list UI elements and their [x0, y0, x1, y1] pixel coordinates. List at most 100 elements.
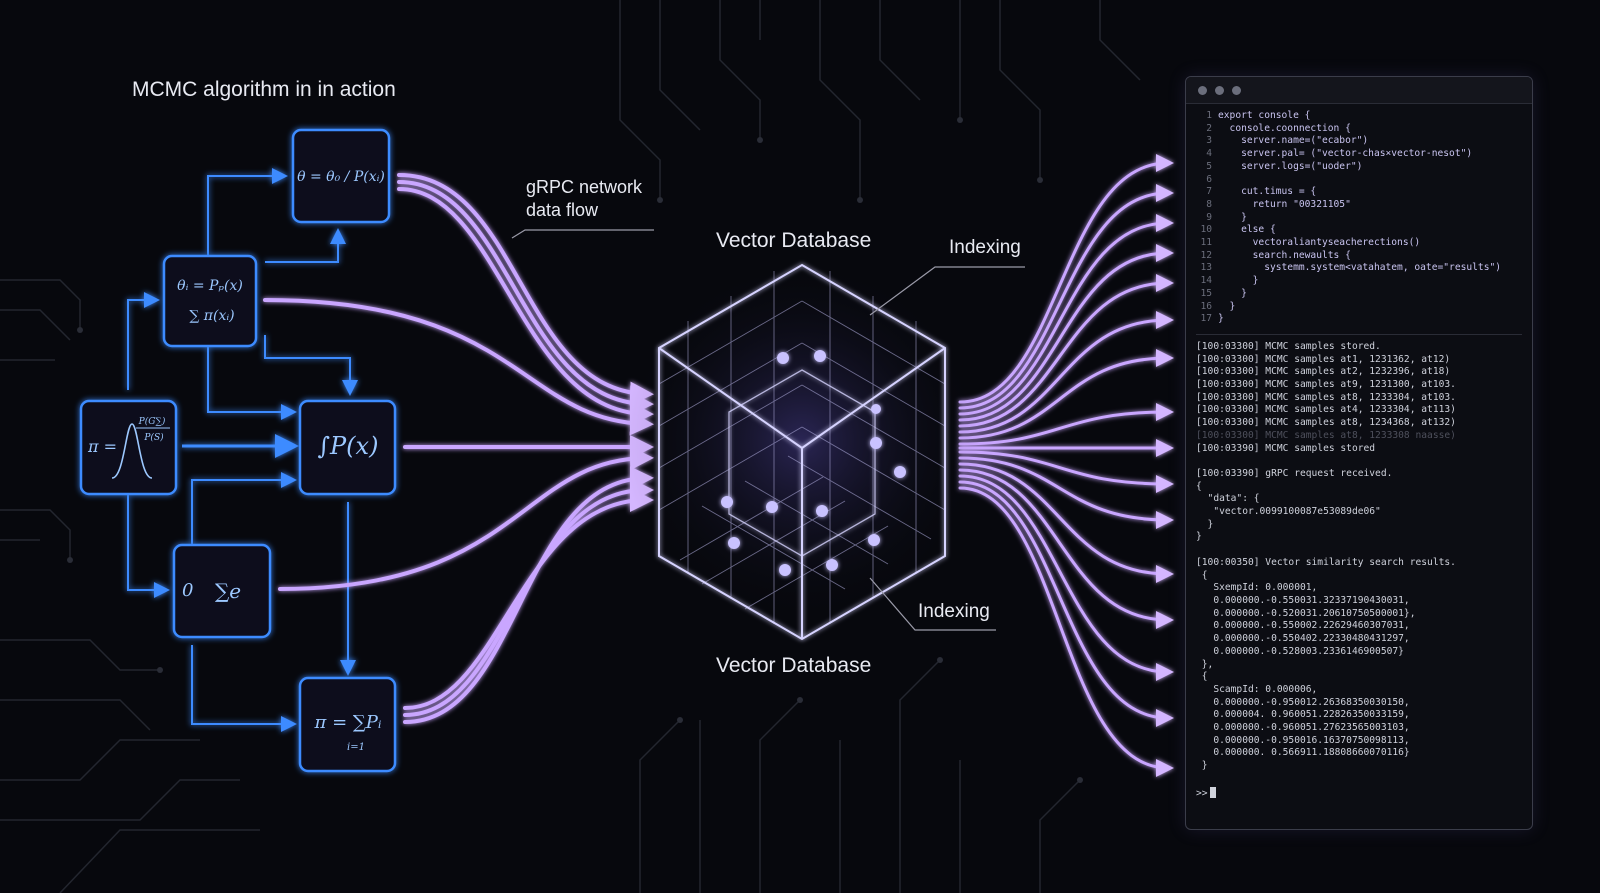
formula-3-bottom: P(S): [143, 432, 164, 443]
formula-5-left: 0: [182, 580, 193, 601]
circuit-traces: [0, 0, 1141, 893]
line-number: 14: [1200, 275, 1212, 287]
code-text: cut.timus = {: [1218, 186, 1317, 198]
minimize-dot-icon[interactable]: [1215, 86, 1224, 95]
line-number: 1: [1206, 110, 1212, 121]
log-line: 0.000000.-0.550031.32337190430031,: [1196, 594, 1410, 606]
line-number: 6: [1206, 173, 1212, 185]
log-line: }: [1196, 760, 1208, 772]
code-line: 13 systemm.system<vatahatem, oate="resul…: [1196, 262, 1522, 275]
log-line: "data": {: [1196, 493, 1260, 505]
code-line: 3 server.name=("ecabor"): [1196, 135, 1522, 148]
line-number: 5: [1206, 160, 1212, 172]
circuit-pads: [67, 117, 1083, 783]
formula-box-3: [79, 399, 178, 496]
line-number: 7: [1206, 186, 1212, 198]
code-line: 16 }: [1196, 301, 1522, 314]
code-line: 8 return "00321105": [1196, 199, 1522, 212]
code-text: return "00321105": [1218, 198, 1351, 210]
log-line: [100:03300] MCMC samples at8, 1234368, a…: [1196, 417, 1456, 429]
log-line: 0.000004. 0.960051.22826350033159,: [1196, 709, 1410, 721]
formula-2-line2: ∑ π(xᵢ): [189, 308, 234, 324]
log-line: 0.000000.-0.528003.2336146900507}: [1196, 645, 1404, 657]
log-line: [100:03300] MCMC samples at9, 1231300, a…: [1196, 379, 1456, 391]
log-line: 0.000000. 0.566911.18808660070116}: [1196, 747, 1410, 759]
vector-db-label-top: Vector Database: [716, 229, 872, 252]
formula-4: ∫P(x): [318, 432, 379, 460]
vector-database-cube: [622, 260, 982, 641]
formula-box-6: [298, 676, 397, 773]
log-line: [100:03390] MCMC samples stored: [1196, 442, 1376, 454]
indexing-label-bottom: Indexing: [918, 601, 990, 622]
log-line: }: [1196, 531, 1202, 543]
diagram-title: MCMC algorithm in in action: [132, 78, 396, 101]
log-line: SxempId: 0.000001,: [1196, 582, 1318, 594]
formula-3-left: π =: [87, 437, 117, 456]
line-number: 8: [1206, 198, 1212, 210]
line-number: 9: [1206, 211, 1212, 223]
formula-box-1: [291, 128, 391, 224]
log-line: {: [1196, 569, 1208, 581]
log-line: },: [1196, 658, 1214, 670]
terminal-body: 1 export console { 2 console.coonnection {…: [1186, 104, 1532, 807]
code-text: }: [1218, 313, 1224, 325]
code-line: 6: [1196, 174, 1522, 187]
formula-connectors: [127, 168, 358, 732]
formula-5-sum: ∑e: [215, 579, 241, 603]
log-line: [100:00350] Vector similarity search res…: [1196, 556, 1456, 568]
formula-3-top: P(G∑): [138, 416, 166, 427]
formula-box-2: [162, 254, 258, 348]
terminal-prompt[interactable]: >>: [1196, 786, 1522, 801]
line-number: 3: [1206, 135, 1212, 147]
line-number: 15: [1200, 287, 1212, 299]
code-line: 2 console.coonnection {: [1196, 123, 1522, 136]
formula-6-sub: i=1: [347, 742, 365, 753]
log-line: 0.000000.-0.550002.22629460307031,: [1196, 620, 1410, 632]
formula-3-bell-curve: [111, 423, 153, 479]
code-text: vectoraliantyseacherections(): [1218, 237, 1421, 249]
log-line: [100:03300] MCMC samples at4, 1233304, a…: [1196, 404, 1456, 416]
log-line: "vector.0099100087e53089de06": [1196, 506, 1381, 518]
maximize-dot-icon[interactable]: [1232, 86, 1241, 95]
log-line: 0.000000.-0.950016.16370750098113,: [1196, 734, 1410, 746]
code-text: }: [1218, 275, 1259, 287]
code-text: console.coonnection {: [1218, 122, 1351, 134]
formula-2-line1: θᵢ = Pₚ(x): [177, 278, 243, 294]
code-text: else {: [1218, 224, 1276, 236]
line-number: 12: [1200, 249, 1212, 261]
terminal-window[interactable]: 1 export console { 2 console.coonnection {…: [1185, 76, 1533, 830]
code-text: export console {: [1218, 110, 1311, 121]
vector-db-label-bottom: Vector Database: [716, 654, 872, 677]
cursor-icon: [1209, 786, 1216, 798]
log-line: [100:03300] MCMC samples at1, 1231362, a…: [1196, 353, 1451, 365]
line-number: 11: [1200, 237, 1212, 249]
line-number: 13: [1200, 262, 1212, 274]
code-line: 17}: [1196, 313, 1522, 326]
code-text: }: [1218, 300, 1236, 312]
code-text: server.logs=("uoder"): [1218, 160, 1363, 172]
code-line: 15 }: [1196, 288, 1522, 301]
close-dot-icon[interactable]: [1198, 86, 1207, 95]
log-line: 0.000000.-0.520031.20610750500001},: [1196, 607, 1416, 619]
log-line: 0.000000.-0.550402.22330480431297,: [1196, 633, 1410, 645]
formula-6: π = ∑Pᵢ: [314, 712, 382, 733]
log-output: [100:03300] MCMC samples stored.[100:033…: [1196, 341, 1522, 773]
code-line: 14 }: [1196, 275, 1522, 288]
log-line: 0.000000.-0.960051.27623565003103,: [1196, 722, 1410, 734]
log-line: [100:03300] MCMC samples stored.: [1196, 340, 1381, 352]
grpc-label-line1: gRPC network: [526, 177, 643, 197]
line-number: 16: [1200, 300, 1212, 312]
log-line: }: [1196, 518, 1214, 530]
log-line: [100:03300] MCMC samples at8, 1233308 na…: [1196, 429, 1456, 441]
log-line: [100:03390] gRPC request received.: [1196, 467, 1393, 479]
line-number: 4: [1206, 148, 1212, 160]
log-line: 0.000000.-0.950012.26368350030150,: [1196, 696, 1410, 708]
code-line: 1 export console {: [1196, 110, 1522, 123]
formula-box-5: [172, 543, 272, 639]
code-line: 10 else {: [1196, 224, 1522, 237]
code-block: 1 export console { 2 console.coonnection {…: [1196, 110, 1522, 326]
grpc-flow-out: [958, 154, 1174, 777]
code-text: server.pal= ("vector-chas×vector-nesot"): [1218, 148, 1473, 160]
code-text: systemm.system<vatahatem, oate="results"…: [1218, 262, 1502, 274]
